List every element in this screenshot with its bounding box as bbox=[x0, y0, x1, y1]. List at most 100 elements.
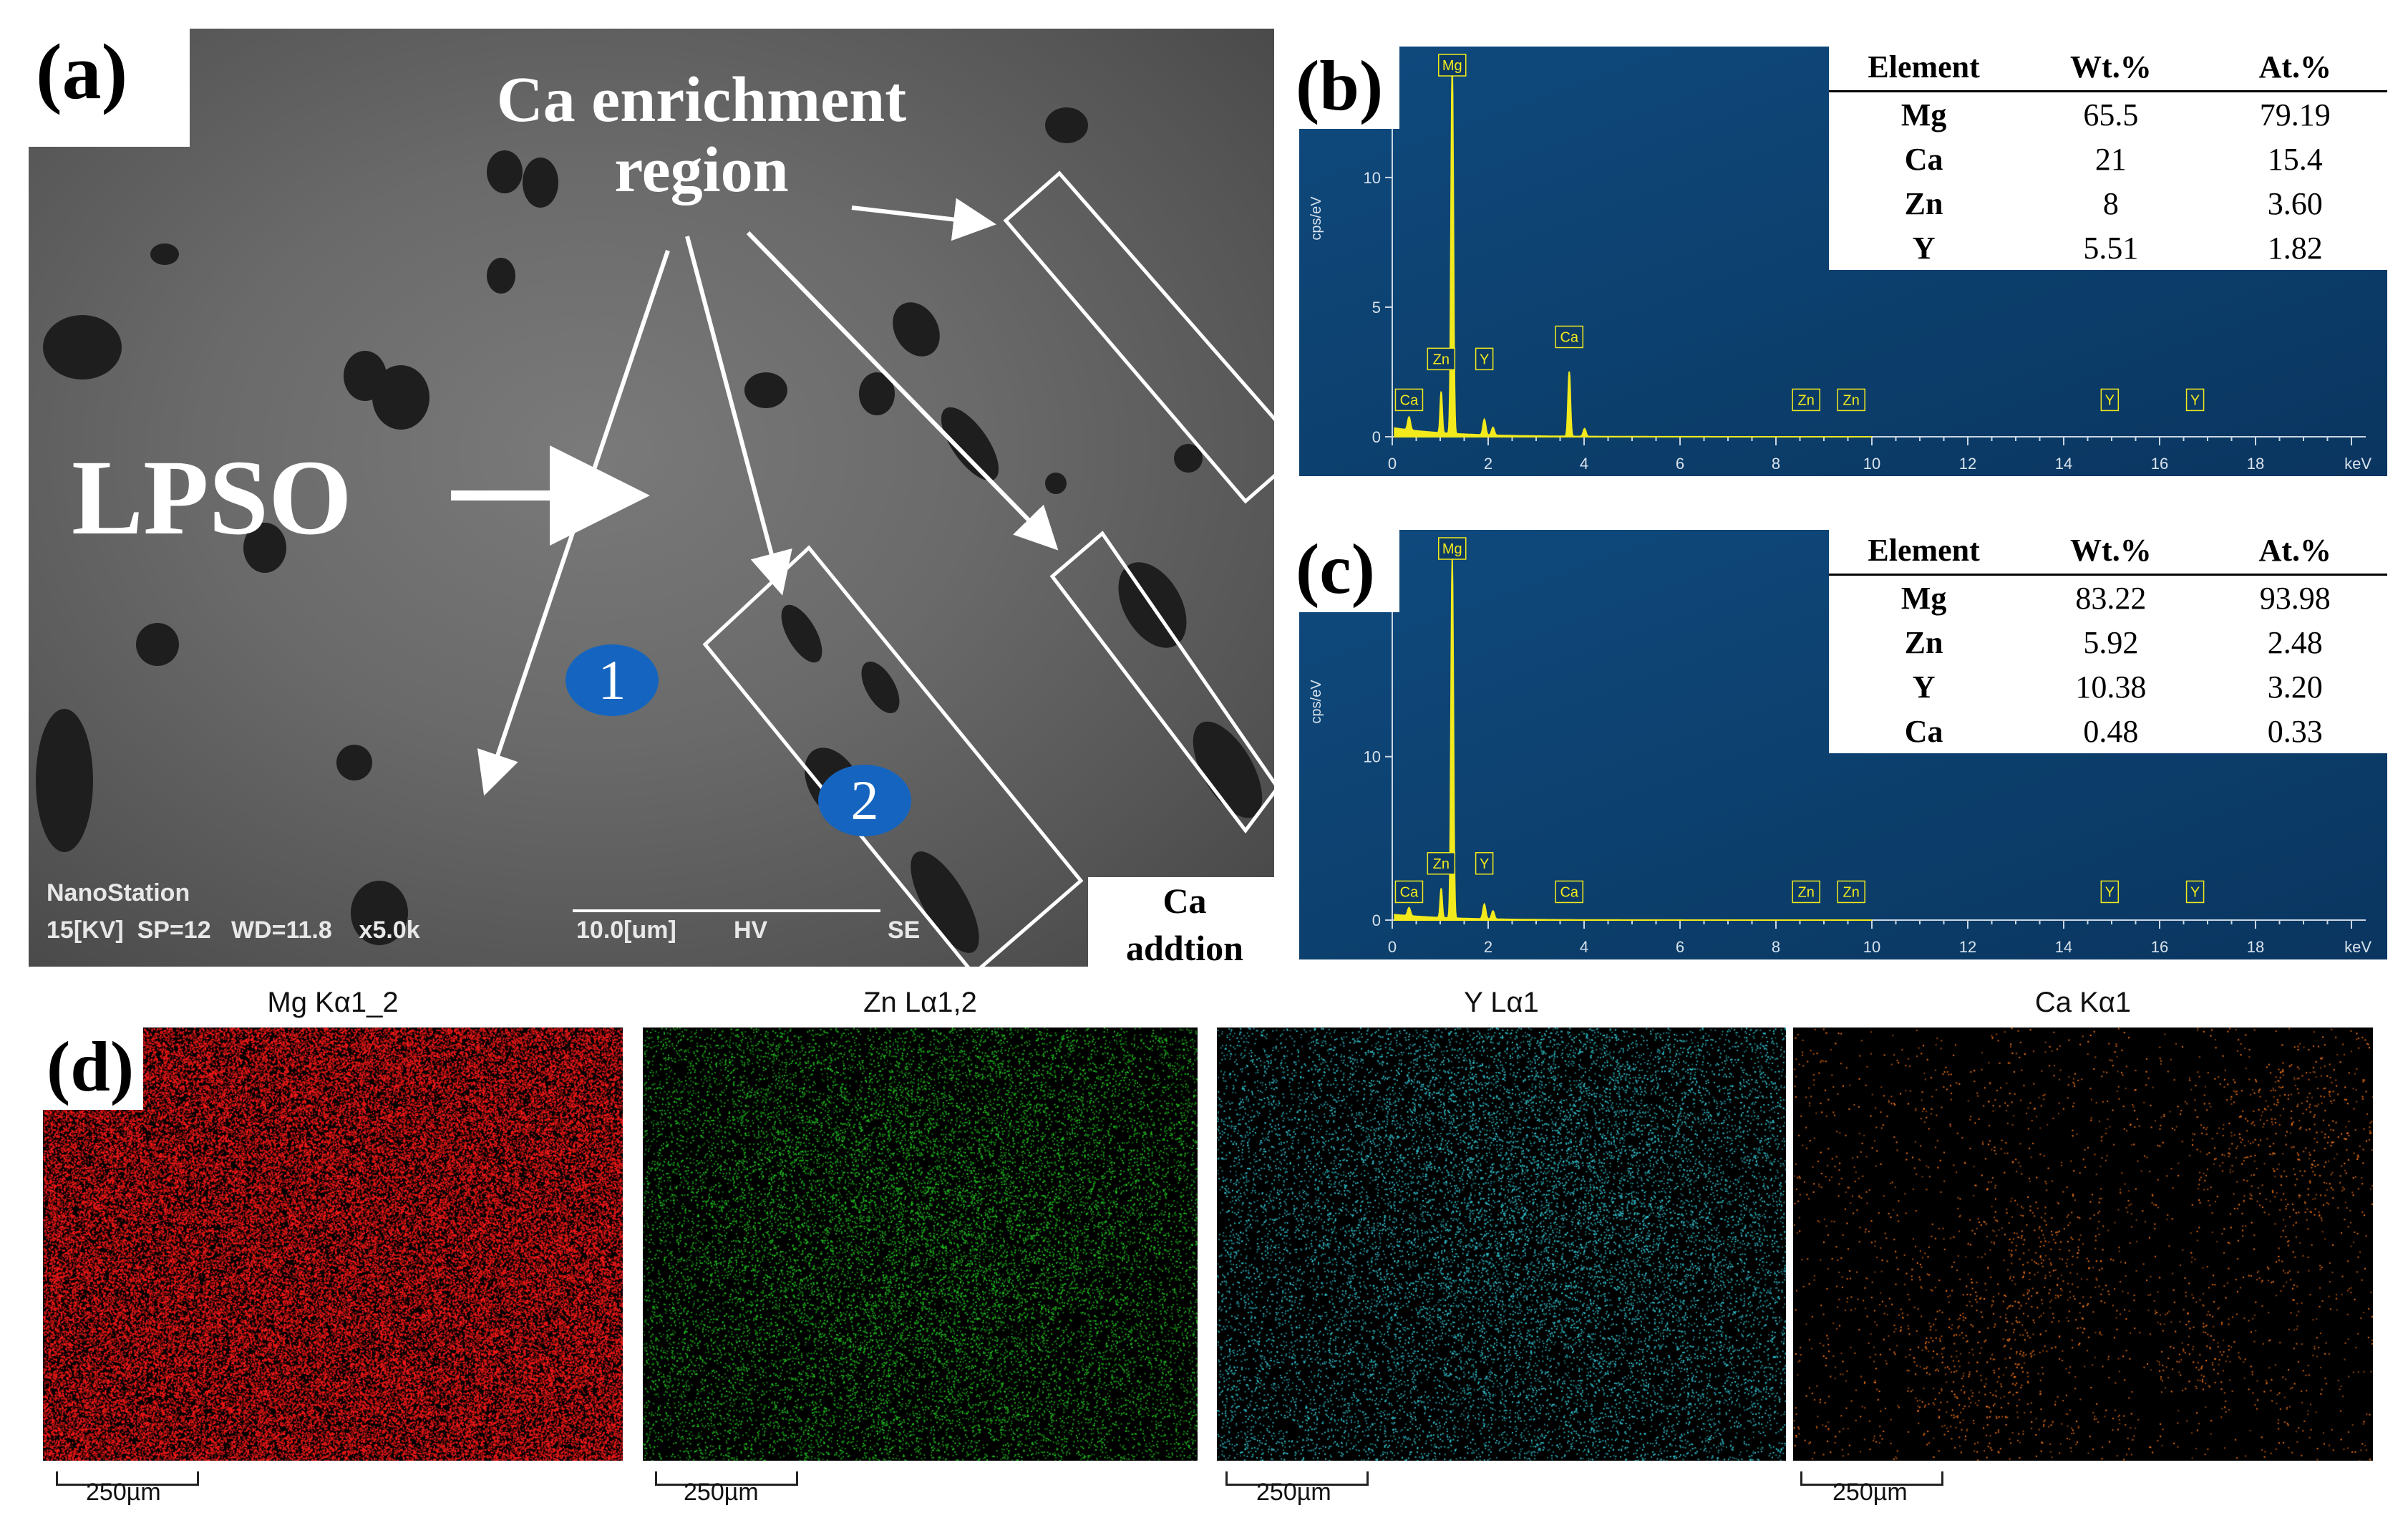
peak-label: Zn bbox=[1843, 392, 1860, 408]
peak-label-box bbox=[1555, 880, 1583, 904]
panel-b-label: (b) bbox=[1288, 47, 1399, 129]
panel-c-label: (c) bbox=[1288, 530, 1399, 612]
table-header: Element bbox=[1829, 530, 2019, 576]
x-tick-label: 12 bbox=[1959, 938, 1976, 956]
peak-label: Zn bbox=[1798, 392, 1815, 408]
x-tick-label: 6 bbox=[1676, 455, 1684, 473]
peak-label: Ca bbox=[1560, 329, 1578, 345]
table-cell: 21 bbox=[2094, 141, 2127, 177]
sem-hv-label: HV bbox=[734, 917, 768, 944]
y-tick-label: 10 bbox=[1364, 748, 1381, 766]
eds-spectrum-c: 024681012141618keV01020cps/eVMgCaZnYCaZn… bbox=[1299, 530, 2387, 959]
table-header: At.% bbox=[2203, 530, 2387, 576]
y-axis-label: cps/eV bbox=[1309, 196, 1324, 241]
table-header-row: Element Wt.% At.% bbox=[1829, 530, 2387, 576]
peak-label: Zn bbox=[1433, 352, 1450, 367]
peak-label: Y bbox=[2190, 392, 2200, 408]
y-tick-label: 0 bbox=[1372, 912, 1381, 929]
peak-label-box bbox=[1837, 388, 1865, 412]
map-title-zn: Zn Lα1,2 bbox=[863, 987, 977, 1018]
peak-label-box bbox=[1475, 347, 1494, 371]
scalebar-zn bbox=[655, 1471, 798, 1486]
eds-c-plot: 024681012141618keV01020cps/eVMgCaZnYCaZn… bbox=[1309, 537, 2371, 956]
map-ca bbox=[1793, 1028, 2373, 1461]
table-cell: 3.60 bbox=[2267, 185, 2323, 221]
table-cell: 3.20 bbox=[2267, 669, 2323, 705]
sem-instrument: NanoStation bbox=[47, 879, 190, 906]
scalebar-label-y: 250µm bbox=[1256, 1479, 1331, 1506]
peak-label-box bbox=[1438, 54, 1467, 77]
table-cell: Ca bbox=[1904, 141, 1943, 177]
table-cell: 65.5 bbox=[2083, 97, 2139, 132]
map-zn bbox=[643, 1028, 1198, 1461]
peak-label-box bbox=[1394, 880, 1424, 904]
annotation-overlay bbox=[451, 170, 1274, 967]
x-tick-label: 2 bbox=[1484, 938, 1492, 956]
peak-label: Mg bbox=[1442, 58, 1462, 74]
x-tick-label: 14 bbox=[2055, 938, 2072, 956]
scalebar-label-ca: 250µm bbox=[1832, 1479, 1908, 1506]
x-tick-label: 8 bbox=[1772, 455, 1780, 473]
peak-label: Y bbox=[1480, 352, 1489, 367]
table-cell: Mg bbox=[1900, 97, 1947, 132]
table-cell: 15.4 bbox=[2267, 141, 2323, 177]
x-unit-label: keV bbox=[2344, 455, 2371, 473]
table-cell: Zn bbox=[1904, 185, 1943, 221]
peak-label-box bbox=[2185, 880, 2205, 904]
point-2-marker: 2 bbox=[818, 765, 911, 836]
peak-label-box bbox=[1792, 880, 1820, 904]
x-tick-label: 4 bbox=[1580, 455, 1588, 473]
table-header: At.% bbox=[2203, 47, 2387, 92]
table-cell: 0.33 bbox=[2267, 713, 2323, 749]
table-cell: Y bbox=[1912, 669, 1936, 705]
peak-label-box bbox=[1555, 325, 1583, 349]
table-cell: 5.92 bbox=[2083, 624, 2139, 660]
x-tick-label: 10 bbox=[1863, 455, 1880, 473]
x-unit-label: keV bbox=[2344, 938, 2371, 956]
spectrum-trace bbox=[1394, 558, 1872, 921]
peak-label-box bbox=[1438, 537, 1467, 560]
table-cell: 2.48 bbox=[2267, 624, 2323, 660]
map-y bbox=[1217, 1028, 1786, 1461]
peak-label: Y bbox=[2105, 392, 2115, 408]
y-axis-label: cps/eV bbox=[1309, 680, 1324, 724]
table-cell: 93.98 bbox=[2259, 580, 2331, 616]
scalebar-label-mg: 250µm bbox=[86, 1479, 161, 1506]
table-cell: 5.51 bbox=[2083, 230, 2139, 266]
peak-label-box bbox=[2185, 388, 2205, 412]
peak-label-box bbox=[1427, 852, 1456, 875]
y-tick-label: 5 bbox=[1372, 299, 1381, 316]
table-cell: 83.22 bbox=[2075, 580, 2147, 616]
peak-label-box bbox=[1837, 880, 1865, 904]
x-tick-label: 0 bbox=[1388, 938, 1397, 956]
peak-label: Y bbox=[1480, 856, 1489, 872]
table-cell: 1.82 bbox=[2267, 230, 2323, 266]
peak-label: Zn bbox=[1433, 856, 1450, 872]
panel-d-label: (d) bbox=[43, 1028, 143, 1110]
table-cell: Y bbox=[1912, 230, 1936, 266]
peak-label: Ca bbox=[1400, 884, 1419, 900]
peak-label: Y bbox=[2105, 884, 2115, 900]
table-header: Wt.% bbox=[2019, 530, 2203, 576]
ca-addition-line2: addtion bbox=[1126, 928, 1243, 968]
sem-se-label: SE bbox=[888, 917, 921, 944]
table-cell: Ca bbox=[1904, 713, 1943, 749]
panel-a-label: (a) bbox=[29, 29, 190, 147]
y-tick-label: 0 bbox=[1372, 428, 1381, 446]
table-row: Ca 21 15.4 bbox=[1829, 137, 2387, 181]
ca-addition-label: Ca addtion bbox=[1088, 877, 1281, 974]
table-cell: 0.48 bbox=[2083, 713, 2139, 749]
peak-label-box bbox=[2100, 388, 2120, 412]
peak-label: Y bbox=[2190, 884, 2200, 900]
map-title-mg: Mg Kα1_2 bbox=[267, 987, 399, 1018]
peak-label: Ca bbox=[1560, 884, 1578, 900]
x-tick-label: 6 bbox=[1676, 938, 1684, 956]
x-tick-label: 4 bbox=[1580, 938, 1588, 956]
peak-label-box bbox=[1792, 388, 1820, 412]
table-header-row: Element Wt.% At.% bbox=[1829, 47, 2387, 92]
